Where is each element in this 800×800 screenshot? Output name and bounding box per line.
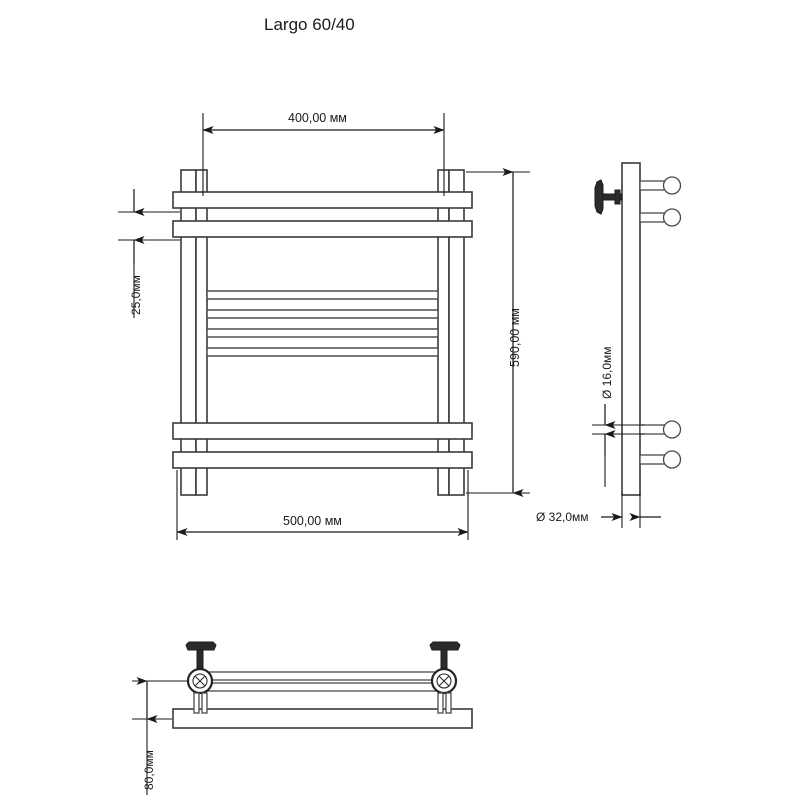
front-bottom-bar-lower [172,451,473,469]
bracket-left-wall-plate-icon [185,641,217,651]
front-rung-1 [206,290,439,300]
side-main-post [621,162,641,496]
dimension-label-80: 80,0мм [142,750,156,790]
front-view [172,169,473,496]
bottom-rail-lower [199,682,446,692]
bracket-left-leg-a [193,692,200,714]
dimension-front-width-outer: 500,00 мм [176,470,469,540]
front-right-post-outer [448,169,465,496]
side-tube-4-end [662,450,682,469]
bracket-left-stem [196,649,204,669]
front-top-bar-lower [172,220,473,238]
front-right-post-inner [437,169,450,496]
bracket-left-leg-b [201,692,208,714]
dimension-label-500: 500,00 мм [283,514,342,528]
dimension-label-590: 590,00 мм [508,308,522,367]
dimension-front-height: 590,00 мм [466,168,530,497]
dimension-label-400: 400,00 мм [288,111,347,125]
wall-bracket-stem [602,193,623,201]
bottom-bracket-right [429,641,461,714]
dimension-label-25: 25,0мм [129,275,143,315]
front-left-post-inner [195,169,208,496]
front-left-post-outer [180,169,197,496]
front-rung-3 [206,328,439,338]
bracket-right-leg-a [437,692,444,714]
front-top-bar-upper [172,191,473,209]
dimension-top-offset: 25,0мм [118,189,180,318]
side-tube-2 [639,208,682,227]
bracket-right-leg-b [445,692,452,714]
bracket-right-wall-plate-icon [429,641,461,651]
dimension-wall-offset: 80,0мм [132,677,188,795]
wall-bracket-collar [614,189,621,205]
side-tube-1 [639,176,682,195]
side-tube-2-end [662,208,682,227]
side-tube-1-end [662,176,682,195]
dimension-front-width-inner: 400,00 мм [202,111,445,196]
front-bottom-bar-upper [172,422,473,440]
side-tube-3 [639,420,682,439]
dimension-tube-diameter: Ø 16,0мм [592,346,645,487]
dimension-label-16: Ø 16,0мм [600,346,614,399]
dimension-post-diameter: Ø 32,0мм [536,493,661,528]
dimension-label-32: Ø 32,0мм [536,510,589,524]
bottom-rail-upper [199,671,446,681]
bottom-view [172,641,473,729]
page-title: Largo 60/40 [264,15,355,34]
side-tube-4 [639,450,682,469]
front-rung-2 [206,309,439,319]
bracket-right-stem [440,649,448,669]
side-view [594,162,682,496]
side-wall-bracket [594,179,623,215]
wall-plate-icon [594,179,604,215]
bottom-wall-plate [172,708,473,729]
front-rung-4 [206,347,439,357]
side-tube-3-end [662,420,682,439]
bottom-bracket-left [185,641,217,714]
